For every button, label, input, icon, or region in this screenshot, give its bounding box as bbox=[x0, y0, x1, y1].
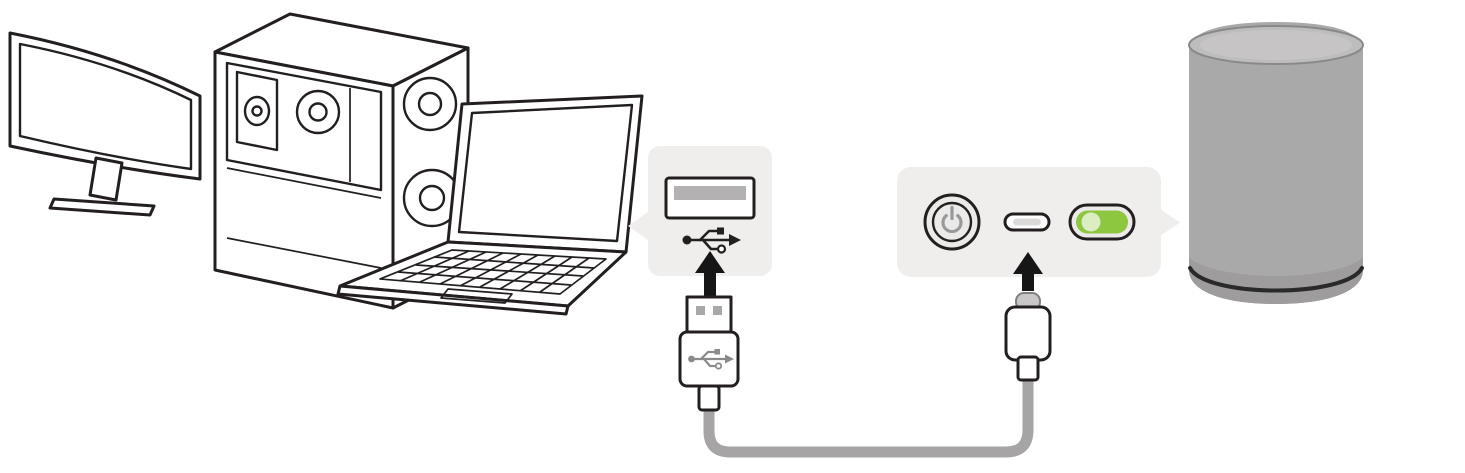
usb-c-neck bbox=[1016, 355, 1040, 382]
speaker-body bbox=[1189, 22, 1363, 304]
usb-c-body bbox=[1004, 305, 1052, 362]
usb-a-plug bbox=[678, 295, 740, 412]
usb-trident-small-icon bbox=[688, 349, 734, 370]
tower-small-driver-icon bbox=[243, 95, 271, 127]
callout-tail-left bbox=[628, 212, 648, 240]
laptop-screen bbox=[446, 94, 644, 254]
laptop-keyboard bbox=[379, 249, 607, 295]
side-driver-top-icon bbox=[402, 76, 458, 132]
tower-front-details bbox=[225, 61, 383, 269]
usb-c-port-icon bbox=[1003, 212, 1051, 232]
speaker-bottom-band bbox=[1189, 258, 1363, 304]
usb-a-contact bbox=[713, 306, 722, 315]
power-icon bbox=[941, 205, 963, 234]
speaker-controls-callout bbox=[897, 167, 1180, 291]
usb-a-port-callout bbox=[628, 146, 772, 296]
usb-a-neck bbox=[697, 384, 721, 412]
speaker-bottom-rim bbox=[1188, 266, 1364, 293]
callout-tail-right bbox=[1160, 209, 1180, 236]
tower-mid-driver-icon bbox=[295, 89, 341, 135]
power-button bbox=[923, 193, 981, 251]
monitor-screen-inner bbox=[18, 42, 193, 171]
up-arrow-icon bbox=[1013, 252, 1043, 291]
laptop-front-edge bbox=[336, 284, 570, 316]
usb-a-shield bbox=[685, 295, 733, 334]
up-arrow-icon bbox=[695, 251, 725, 296]
monitor-screen bbox=[8, 31, 202, 181]
speaker-top-inner bbox=[1200, 30, 1352, 60]
monitor-stand-base bbox=[48, 197, 156, 217]
usb-a-contact bbox=[696, 306, 705, 315]
toggle-switch-icon bbox=[1068, 203, 1136, 241]
usb-a-port bbox=[664, 176, 756, 220]
portable-speaker bbox=[1188, 22, 1364, 304]
tower-small-speaker-box bbox=[235, 70, 279, 152]
usb-cable bbox=[703, 371, 1034, 458]
curved-monitor bbox=[8, 31, 202, 217]
usb-c-plug bbox=[1004, 292, 1052, 382]
laptop-trackpad bbox=[440, 288, 513, 304]
laptop bbox=[336, 94, 644, 316]
monitor-stand-neck bbox=[88, 156, 124, 202]
usb-trident-icon bbox=[682, 227, 741, 254]
laptop-screen-inner bbox=[457, 103, 634, 243]
